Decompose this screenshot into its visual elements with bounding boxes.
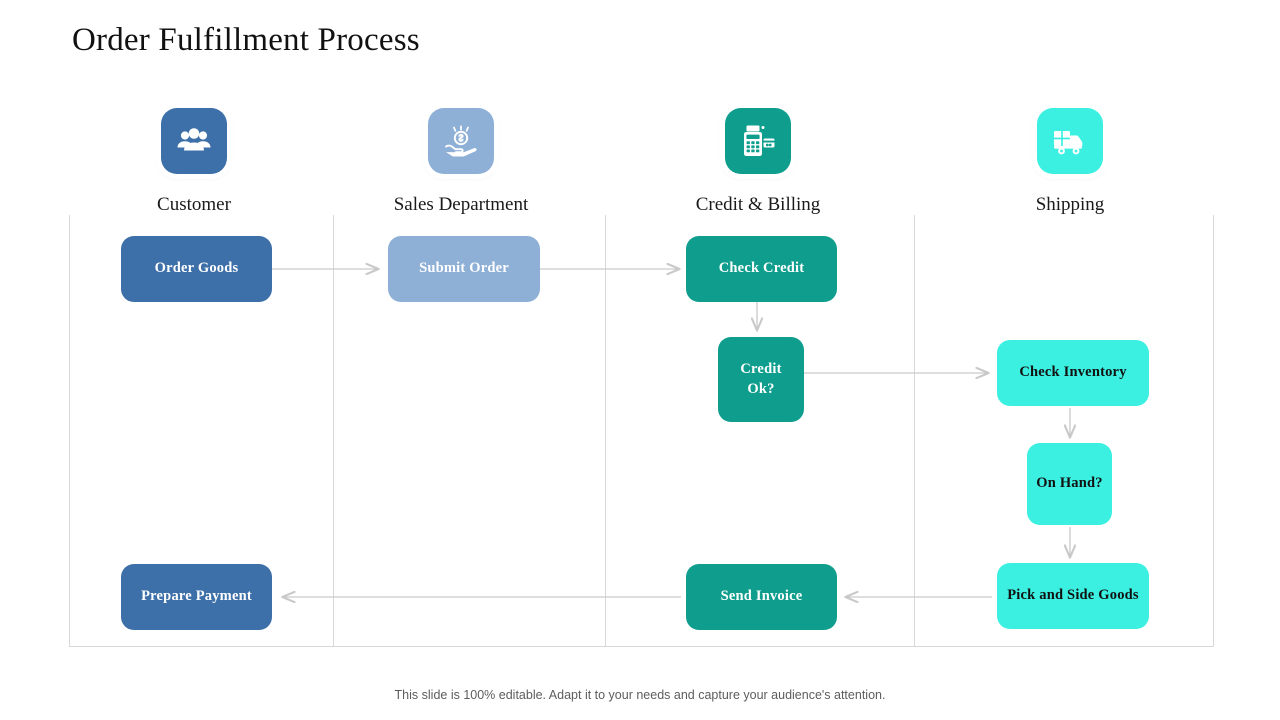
- people-group-icon: [161, 108, 227, 174]
- node-label-credit-ok: Credit Ok?: [740, 360, 782, 397]
- lane-label-credit-billing: Credit & Billing: [695, 194, 821, 215]
- node-label-check-inventory: Check Inventory: [1019, 364, 1127, 381]
- node-label-submit-order: Submit Order: [419, 260, 509, 277]
- lane-label-shipping: Shipping: [1035, 194, 1105, 215]
- node-label-pick-side-goods: Pick and Side Goods: [1007, 587, 1139, 604]
- hand-holding-coin-icon: [428, 108, 494, 174]
- node-order-goods[interactable]: Order Goods: [113, 228, 272, 302]
- lane-label-customer: Customer: [157, 194, 231, 215]
- node-label-send-invoice: Send Invoice: [720, 588, 803, 605]
- node-on-hand[interactable]: On Hand?: [1019, 435, 1112, 525]
- node-send-invoice[interactable]: Send Invoice: [678, 556, 837, 630]
- node-pick-side-goods[interactable]: Pick and Side Goods: [989, 555, 1149, 629]
- node-submit-order[interactable]: Submit Order: [380, 228, 540, 302]
- node-check-credit[interactable]: Check Credit: [678, 228, 837, 302]
- lane-header-customer: Customer: [94, 108, 294, 216]
- footer-note: This slide is 100% editable. Adapt it to…: [394, 688, 886, 702]
- lane-shipping: [915, 215, 1214, 647]
- card-terminal-icon: [725, 108, 791, 174]
- node-credit-ok[interactable]: Credit Ok?: [710, 329, 804, 422]
- lane-sales-department: [334, 215, 606, 647]
- page-title: Order Fulfillment Process: [72, 22, 420, 58]
- lane-customer: [69, 215, 334, 647]
- lane-header-shipping: Shipping: [970, 108, 1170, 216]
- node-check-inventory[interactable]: Check Inventory: [989, 332, 1149, 406]
- swimlane-container: [69, 215, 1214, 647]
- lane-header-credit-billing: Credit & Billing: [658, 108, 858, 216]
- delivery-truck-icon: [1037, 108, 1103, 174]
- lane-credit-billing: [606, 215, 915, 647]
- node-label-prepare-payment: Prepare Payment: [141, 588, 252, 605]
- node-prepare-payment[interactable]: Prepare Payment: [113, 556, 272, 630]
- node-label-on-hand: On Hand?: [1036, 475, 1103, 492]
- node-label-check-credit: Check Credit: [718, 260, 805, 277]
- lane-header-sales-department: Sales Department: [361, 108, 561, 216]
- node-label-order-goods: Order Goods: [154, 260, 239, 277]
- lane-label-sales-department: Sales Department: [393, 194, 529, 215]
